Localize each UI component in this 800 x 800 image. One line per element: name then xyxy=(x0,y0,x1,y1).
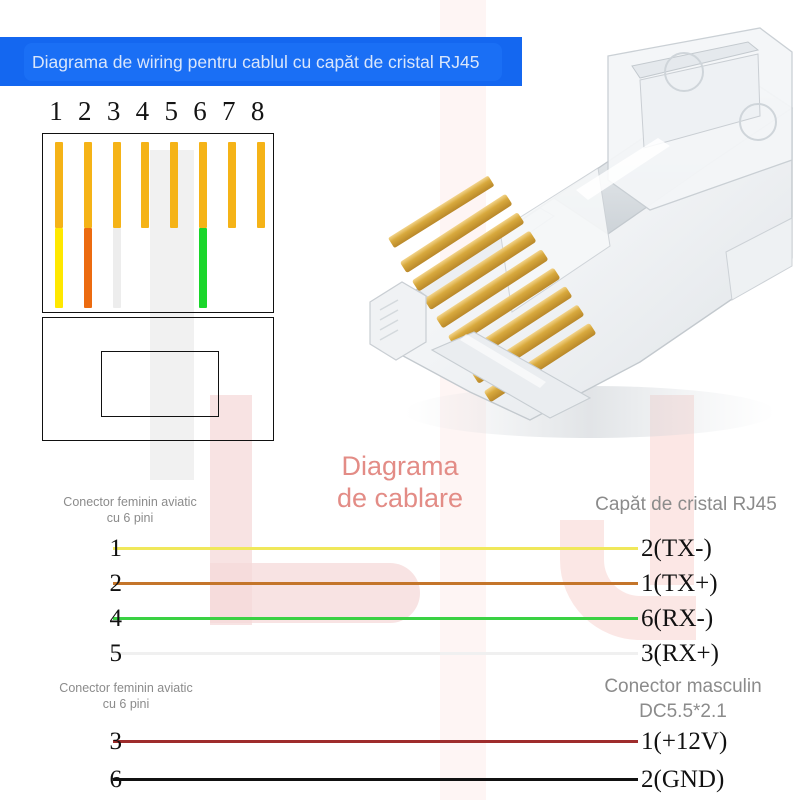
group-a-wire-line-4 xyxy=(113,617,638,620)
pin-number-4: 4 xyxy=(135,96,150,126)
pin-number-6: 6 xyxy=(193,96,207,126)
group-b-left-caption: Conector feminin aviatic cu 6 pini xyxy=(16,680,236,712)
pin-strip-top-2 xyxy=(83,142,92,228)
group-a-wire-line-2 xyxy=(113,582,638,585)
group-b-left-pin-6: 6 xyxy=(109,766,123,793)
group-a-wire-line-1 xyxy=(113,547,638,550)
pin-number-8: 8 xyxy=(250,96,265,126)
jack-body-box xyxy=(42,317,274,441)
gold-contacts xyxy=(388,176,494,248)
group-a-right-label-5: 3(RX+) xyxy=(641,640,719,667)
title-banner-inner xyxy=(24,43,502,81)
pin-strip-top-8 xyxy=(256,142,265,228)
watermark-letter-l-foot xyxy=(210,563,420,623)
center-note: Diagrama de cablare xyxy=(300,450,500,514)
pin-strip-wire-6-green xyxy=(199,228,207,308)
group-b-right-caption-line-2: DC5.5*2.1 xyxy=(639,701,727,722)
jack-inner-box xyxy=(101,351,219,417)
title-banner xyxy=(0,37,522,86)
group-a-left-caption: Conector feminin aviatic cu 6 pini xyxy=(20,494,240,526)
rj45-connector-photo xyxy=(340,20,800,460)
pin-number-3: 3 xyxy=(106,96,121,126)
pin-strip-top-4 xyxy=(141,142,150,228)
group-b-left-caption-line-1: Conector feminin aviatic xyxy=(59,681,193,695)
pin-strip-wire-2-orange xyxy=(83,228,92,308)
group-a-left-pin-4: 4 xyxy=(109,605,123,632)
group-a-right-label-2: 1(TX+) xyxy=(641,570,718,597)
pin-strip-top-7 xyxy=(227,142,236,228)
group-b-left-caption-line-2: cu 6 pini xyxy=(102,697,150,711)
pin-number-7: 7 xyxy=(222,96,236,126)
group-a-right-label-1: 2(TX-) xyxy=(641,535,712,562)
group-a-wire-line-5 xyxy=(113,652,638,655)
pin-strip-top-5 xyxy=(170,142,179,228)
group-b-right-caption-line-1: Conector masculin xyxy=(604,676,762,697)
group-b-right-label-6: 2(GND) xyxy=(641,766,725,793)
pin-strip-wire-1-yellow xyxy=(55,228,63,308)
center-note-line-1: Diagrama xyxy=(341,451,459,481)
group-b-wire-line-6 xyxy=(113,778,638,781)
group-a-right-caption: Capăt de cristal RJ45 xyxy=(595,494,777,515)
center-note-line-2: de cablare xyxy=(336,483,464,513)
jack-outline-box xyxy=(42,133,274,313)
page-title: Diagrama de wiring pentru cablul cu capă… xyxy=(32,52,480,72)
group-b-right-caption: Conector masculin DC5.5*2.1 xyxy=(566,674,800,724)
group-a-left-caption-line-1: Conector feminin aviatic xyxy=(63,495,197,509)
group-a-left-pin-1: 1 xyxy=(109,535,123,562)
pin-number-1: 1 xyxy=(49,96,63,126)
group-a-left-caption-line-2: cu 6 pini xyxy=(106,511,154,525)
pin-strip-top-6 xyxy=(199,142,207,228)
pin-number-2: 2 xyxy=(78,96,92,126)
pin-strip-top-3 xyxy=(112,142,121,228)
group-a-left-pin-5: 5 xyxy=(109,640,123,667)
pin-strip-top-1 xyxy=(55,142,63,228)
group-a-left-pin-2: 2 xyxy=(109,570,123,597)
group-b-right-label-3: 1(+12V) xyxy=(641,728,728,755)
group-b-left-pin-3: 3 xyxy=(109,728,123,755)
rj45-plug-svg xyxy=(369,27,794,438)
pin-strip-wire-3-white xyxy=(112,228,121,308)
group-b-wire-line-3 xyxy=(113,740,638,743)
group-a-right-label-4: 6(RX-) xyxy=(641,605,714,632)
pin-number-5: 5 xyxy=(164,96,178,126)
